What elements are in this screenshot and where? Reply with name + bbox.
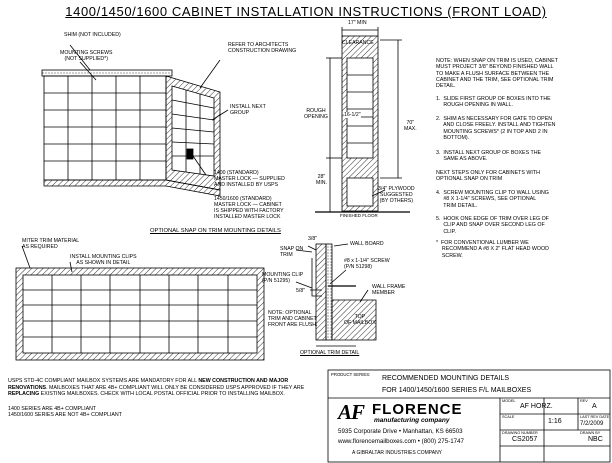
product-line-2: FOR 1400/1450/1600 SERIES F/L MAILBOXES: [382, 387, 532, 394]
plywood-label: 3/4" PLYWOOD SUGGESTED (BY OTHERS): [378, 186, 415, 204]
top-mailbox-label: TOP OF MAILBOX: [344, 314, 376, 326]
mounting-screws-label: MOUNTING SCREWS (NOT SUPPLIED*): [60, 50, 113, 62]
rev-value: A: [592, 403, 597, 410]
company-address: 5935 Corporate Drive • Manhattan, KS 665…: [338, 428, 463, 435]
step-1: 1. SLIDE FIRST GROUP OF BOXES INTO THE R…: [436, 96, 551, 109]
wall-board-label: WALL BOARD: [350, 241, 384, 247]
step-5: 5. HOOK ONE EDGE OF TRIM OVER LEG OF CLI…: [436, 216, 549, 235]
compliance-series-note: 1400 SERIES ARE 4B+ COMPLIANT 1450/1600 …: [8, 406, 122, 419]
master-lock-usps-label: 1400 (STANDARD) MASTER LOCK — SUPPLIED A…: [214, 170, 285, 188]
miter-label: MITER TRIM MATERIAL AS REQUIRED: [22, 238, 80, 250]
dim-16-label: 16-1/2": [344, 112, 361, 118]
min17-label: 17" MIN: [348, 20, 367, 26]
gibraltar-label: A GIBRALTAR INDUSTRIES COMPANY: [352, 450, 443, 456]
next-steps: NEXT STEPS ONLY FOR CABINETS WITH OPTION…: [436, 170, 540, 183]
scale-label: SCALE: [502, 415, 515, 419]
step-2: 2. SHIM AS NECESSARY FOR GATE TO OPEN AN…: [436, 116, 556, 141]
company-web-phone: www.florencemailboxes.com • (800) 275-17…: [338, 438, 464, 445]
lumber-note: * FOR CONVENTIONAL LUMBER WE RECOMMEND A…: [436, 240, 549, 259]
step-4: 4. SCREW MOUNTING CLIP TO WALL USING #8 …: [436, 190, 549, 209]
drawing-number-label: DRAWING NUMBER: [502, 431, 538, 435]
screw-label: #8 x 1-1/4" SCREW (P/N 51298): [344, 258, 390, 270]
product-series-label: PRODUCT SERIES:: [331, 372, 371, 377]
drawing-number-value: CS2057: [512, 436, 538, 443]
page-title: 1400/1450/1600 CABINET INSTALLATION INST…: [65, 4, 547, 19]
note-intro: NOTE: WHEN SNAP ON TRIM IS USED, CABINET…: [436, 58, 558, 90]
refer-label: REFER TO ARCHITECTS CONSTRUCTION DRAWING: [228, 42, 297, 54]
dim-70-label: 70" MAX.: [404, 120, 417, 132]
clips-label: INSTALL MOUNTING CLIPS AS SHOWN IN DETAI…: [70, 254, 137, 266]
drawn-by-label: DRAWN BY: [580, 431, 601, 435]
flush-note: NOTE: OPTIONAL TRIM AND CABINET FRONT AR…: [268, 310, 318, 328]
side-view-drawing: [315, 27, 410, 213]
install-next-label: INSTALL NEXT GROUP: [230, 104, 266, 116]
model-label: MODEL: [502, 399, 516, 403]
bottom-cabinet-drawing: [15, 245, 265, 361]
master-lock-factory-label: 1450/1600 (STANDARD) MASTER LOCK — CABIN…: [214, 196, 284, 220]
dim-38-label: 3/8": [308, 236, 318, 242]
mounting-clip-label: MOUNTING CLIP (P/N 51295): [262, 272, 304, 284]
trim-detail-label: OPTIONAL TRIM DETAIL: [300, 350, 360, 356]
rev-label: REV: [580, 399, 588, 403]
snap-trim-label: SNAP ON TRIM: [280, 246, 304, 258]
wall-frame-label: WALL FRAME MEMBER: [372, 284, 406, 296]
shim-label: SHIM (NOT INCLUDED): [64, 32, 121, 38]
rough-opening-label: ROUGH OPENING: [304, 108, 328, 120]
florence-logo: AF FLORENCE manufacturing company: [338, 400, 463, 424]
top-cabinet-drawing: [41, 44, 229, 197]
usps-compliance-note: USPS STD-4C COMPLIANT MAILBOX SYSTEMS AR…: [8, 378, 305, 397]
last-rev-value: 7/2/2009: [580, 421, 604, 427]
clearance-label: CLEARANCE: [342, 40, 374, 46]
product-line-1: RECOMMENDED MOUNTING DETAILS: [382, 375, 510, 382]
dim-28-label: 28" MIN.: [316, 174, 327, 186]
model-value: AF HORZ.: [520, 403, 553, 410]
drawn-by-value: NBC: [588, 436, 603, 443]
last-rev-label: LAST REV DATE: [580, 415, 610, 419]
trim-details-header: OPTIONAL SNAP ON TRIM MOUNTING DETAILS: [150, 228, 281, 234]
dim-58-label: 5/8": [296, 288, 306, 294]
step-3: 3. INSTALL NEXT GROUP OF BOXES THE SAME …: [436, 150, 542, 163]
scale-value: 1:16: [548, 418, 562, 425]
finished-floor-label: FINISHED FLOOR: [340, 213, 378, 218]
trim-detail-drawing: [295, 243, 377, 347]
